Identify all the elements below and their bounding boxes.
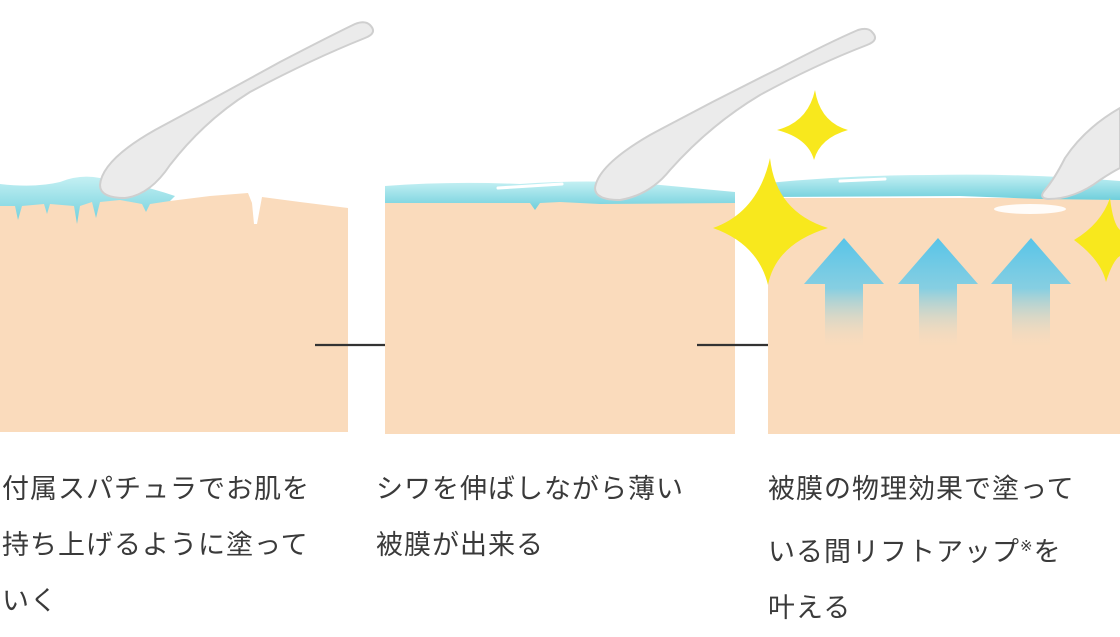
step-2-caption: シワを伸ばしながら薄い 被膜が出来る: [376, 462, 736, 574]
process-illustration: [0, 21, 1120, 434]
film-highlight: [496, 182, 564, 190]
skin-block: [385, 200, 735, 434]
up-arrow-icon: [804, 238, 884, 350]
caption-line: 持ち上げるように塗って: [2, 530, 309, 561]
sparkle-icon: [1074, 198, 1120, 282]
panel-apply: [0, 21, 420, 432]
spatula-icon: [98, 21, 375, 200]
panel-lift: [713, 90, 1120, 434]
sparkle-icon: [713, 158, 828, 285]
sparkle-icon: [777, 90, 848, 160]
skin-block: [0, 193, 348, 432]
spatula-icon: [593, 27, 877, 202]
film-highlight: [838, 177, 887, 183]
caption-line: 被膜が出来る: [376, 530, 544, 561]
caption-line: シワを伸ばしながら薄い: [376, 474, 684, 505]
up-arrow-icon: [991, 238, 1071, 350]
up-arrow-icon: [898, 238, 978, 350]
step-1-caption: 付属スパチュラでお肌を 持ち上げるように塗って いく: [2, 462, 352, 630]
caption-line: 被膜の物理効果で塗って: [768, 474, 1075, 505]
skin-shine: [994, 204, 1066, 214]
caption-text: を: [1033, 537, 1062, 568]
footnote-mark: ※: [1020, 537, 1034, 555]
caption-line: いく: [2, 586, 58, 617]
panel-film: [385, 27, 877, 434]
caption-line: いる間リフトアップ※を: [768, 518, 1120, 581]
caption-line: 叶える: [768, 593, 852, 624]
step-3-caption: 被膜の物理効果で塗って いる間リフトアップ※を 叶える: [768, 462, 1120, 637]
spatula-icon: [1041, 106, 1120, 201]
caption-text: いる間リフトアップ: [768, 537, 1020, 568]
caption-line: 付属スパチュラでお肌を: [2, 474, 310, 505]
